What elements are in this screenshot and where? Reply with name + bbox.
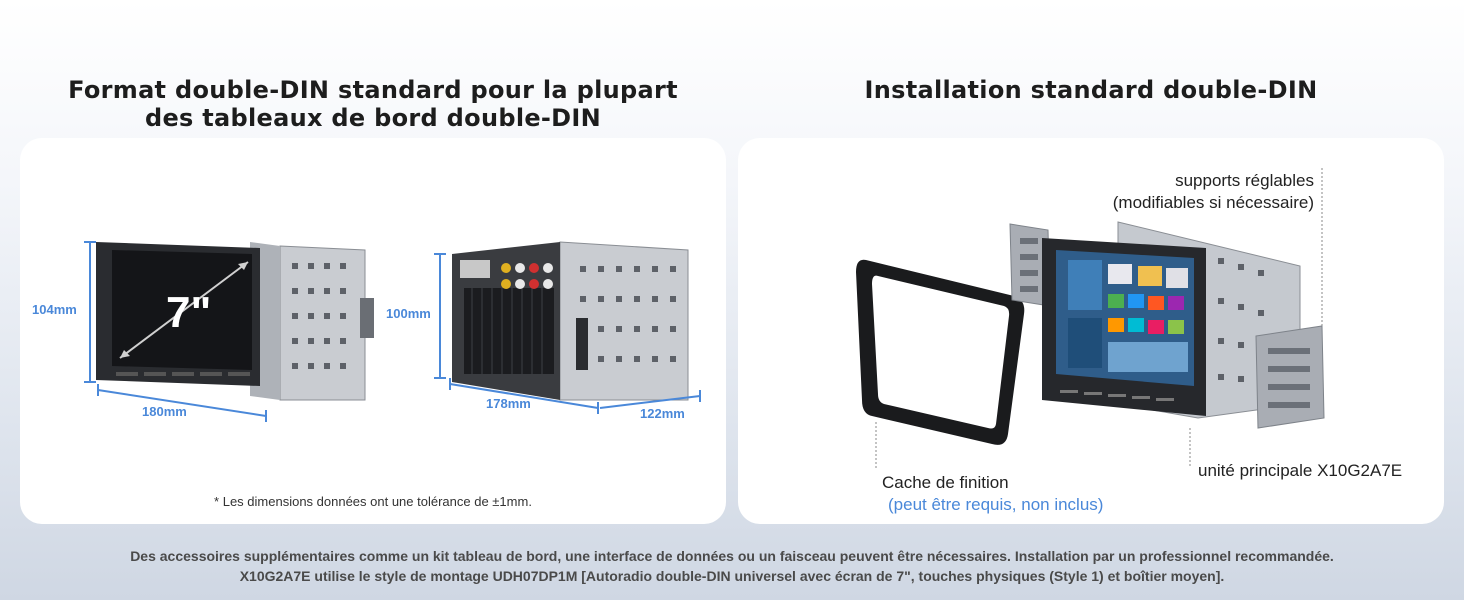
brackets-callout: supports réglables (modifiables si néces… [1014, 170, 1314, 214]
trim-callout: Cache de finition (peut être requis, non… [882, 472, 1103, 516]
footer-line2: X10G2A7E utilise le style de montage UDH… [239, 568, 1225, 584]
brackets-label: supports réglables [1175, 171, 1314, 190]
screen-size-label: 7" [166, 288, 212, 337]
back-width-label: 178mm [486, 396, 531, 411]
dimensions-panel: 7" 104mm 180mm 100mm 178mm 122mm * Les d… [20, 138, 726, 524]
footer-disclaimer: Des accessoires supplémentaires comme un… [0, 546, 1464, 586]
brackets-note: (modifiables si nécessaire) [1112, 193, 1314, 212]
unit-label: unité principale X10G2A7E [1198, 461, 1403, 480]
installation-illustration [856, 168, 1325, 470]
trim-note: (peut être requis, non inclus) [888, 495, 1104, 514]
left-title-line2: des tableaux de bord double-DIN [144, 104, 602, 132]
front-width-label: 180mm [142, 404, 187, 419]
back-depth-label: 122mm [640, 406, 685, 421]
footer-line1: Des accessoires supplémentaires comme un… [130, 548, 1334, 564]
installation-panel: supports réglables (modifiables si néces… [738, 138, 1444, 524]
front-unit-illustration [84, 241, 701, 422]
tolerance-note: * Les dimensions données ont une toléran… [214, 494, 532, 509]
trim-label: Cache de finition [882, 473, 1009, 492]
left-section-title: Format double-DIN standard pour la plupa… [20, 76, 726, 132]
right-section-title: Installation standard double-DIN [864, 76, 1318, 104]
back-height-label: 100mm [386, 306, 431, 321]
front-height-label: 104mm [32, 302, 77, 317]
left-title-line1: Format double-DIN standard pour la plupa… [68, 76, 678, 104]
